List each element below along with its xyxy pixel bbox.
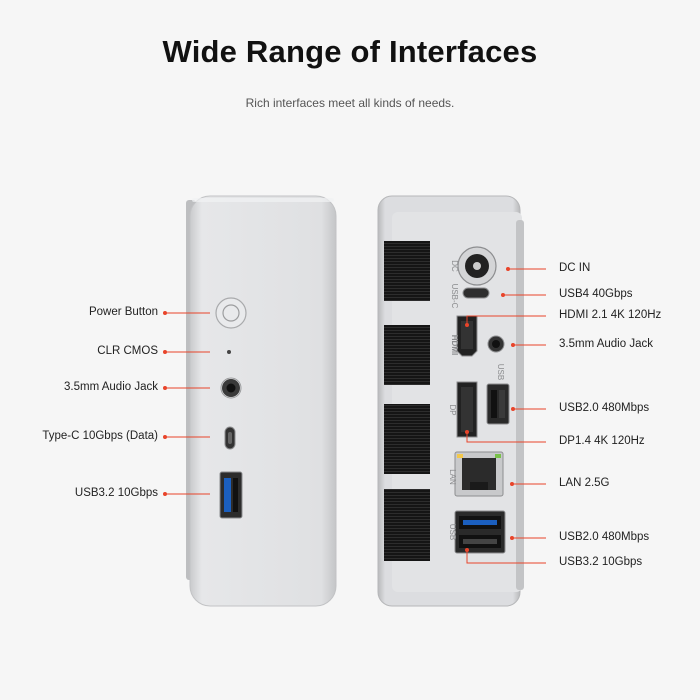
rear-callout-lines: [466, 268, 546, 564]
label-front-audio-jack: 3.5mm Audio Jack: [64, 381, 158, 393]
rear-usb20-port-a: [486, 383, 510, 425]
clr-cmos-hole: [227, 350, 231, 354]
label-rear-usb32: USB3.2 10Gbps: [559, 556, 643, 568]
front-body: [189, 195, 337, 607]
vent-3: [384, 404, 430, 474]
front-callout-dots: [163, 311, 167, 496]
rear-callout-dots: [465, 267, 515, 552]
label-clr-cmos: CLR CMOS: [97, 345, 158, 357]
engrave-usb2: USB: [448, 524, 457, 540]
label-usb4: USB4 40Gbps: [559, 288, 633, 300]
rear-dp-port: [456, 381, 478, 438]
page-title: Wide Range of Interfaces: [162, 34, 538, 69]
rear-lan-port: [454, 451, 504, 497]
label-power-button: Power Button: [88, 306, 158, 318]
label-front-typec: Type-C 10Gbps (Data): [42, 430, 158, 442]
page-subtitle: Rich interfaces meet all kinds of needs.: [245, 96, 455, 110]
label-dc-in: DC IN: [559, 262, 591, 274]
label-lan: LAN 2.5G: [559, 477, 610, 489]
power-button-port: [215, 297, 247, 329]
rear-engraving: DC USB-C HDMI USB DP LAN USB: [448, 260, 505, 540]
front-audio-jack-port: [220, 377, 242, 399]
label-front-usb32: USB3.2 10Gbps: [74, 487, 158, 499]
engrave-usb: USB: [496, 364, 505, 380]
front-unit: [186, 195, 337, 607]
label-rear-audio-jack: 3.5mm Audio Jack: [559, 338, 653, 350]
engrave-dc: DC: [450, 260, 459, 272]
rear-dual-usb-port: [454, 510, 506, 554]
rear-hdmi-port: [456, 315, 478, 357]
label-hdmi: HDMI 2.1 4K 120Hz: [559, 309, 662, 321]
front-callout-lines: [165, 312, 210, 495]
label-rear-usb20-b: USB2.0 480Mbps: [559, 531, 650, 543]
vent-1: [384, 241, 430, 301]
front-typec-port: [224, 426, 236, 450]
engrave-usbc: USB-C: [450, 284, 459, 309]
rear-usb4-port: [462, 287, 490, 299]
vent-2: [384, 325, 430, 385]
rear-audio-jack-port: [487, 335, 505, 353]
engrave-hdmi: HDMI: [450, 335, 459, 355]
rear-unit: [377, 195, 524, 607]
engrave-dp: DP: [448, 404, 457, 415]
engrave-lan: LAN: [448, 469, 457, 485]
label-rear-usb20-a: USB2.0 480Mbps: [559, 402, 650, 414]
front-usb32-port: [219, 471, 243, 519]
rear-dc-in-port: [457, 246, 497, 286]
vent-4: [384, 489, 430, 561]
label-dp: DP1.4 4K 120Hz: [559, 435, 645, 447]
